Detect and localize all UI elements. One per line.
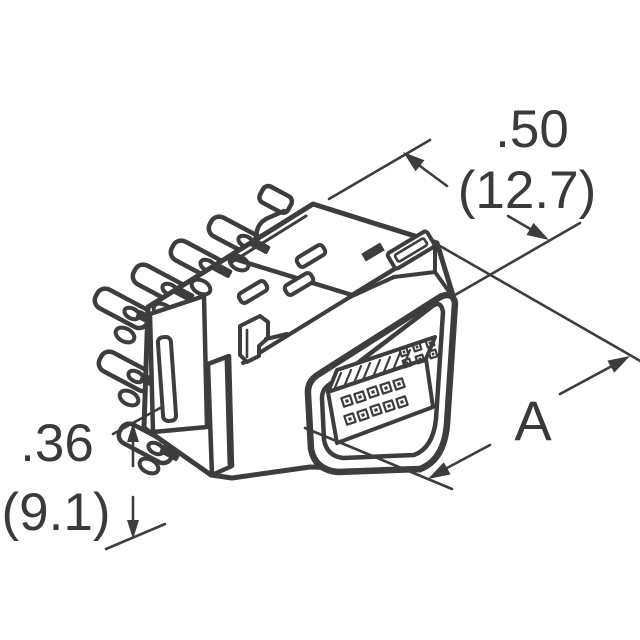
contact-pin [369,403,383,417]
contact-block [326,335,439,445]
contact-pins [340,377,409,426]
contact-squares-top [398,337,439,369]
contact-pin [382,399,396,413]
contact-pin [379,381,393,395]
comb-slit [391,351,402,372]
comb-slit [361,361,372,382]
dimension-line [445,443,492,470]
contact-pin [411,341,423,353]
metal-shell [225,208,457,365]
terminal-hook [113,325,137,345]
rear-terminal-tab [257,183,295,216]
mold-mark-dash [264,332,289,341]
shell-slot-opening [294,243,328,269]
dimension-label: A [514,389,552,452]
dimension-line [506,214,534,232]
dimension-arrowhead-icon [526,222,549,240]
terminal-hook [137,456,161,476]
latch-inner [393,237,429,263]
dimension-value-mm: (12.7) [458,161,596,220]
extension-line [438,244,640,363]
contact-pin [427,348,439,360]
shell-latch-tab [385,229,437,271]
connector-drawing [92,183,459,481]
extension-line [104,522,167,551]
shell-latch-slot [361,242,385,262]
lug-body [92,286,152,331]
contact-pin [401,357,413,369]
dimension-shell-depth: .50 (12.7) [327,100,596,297]
terminal-neck [173,286,195,302]
extension-line [453,221,582,297]
dimension-arrowhead-icon [403,152,425,172]
contact-pin [366,385,380,399]
dimension-value-inches: .50 [495,100,569,159]
dimension-body-length: A [303,244,640,491]
shell-back-lip [230,214,308,264]
terminal-neck [159,445,181,461]
terminal-hook [189,277,213,297]
dimension-value-inches: .36 [20,414,94,473]
terminal-hook [117,388,141,408]
comb-slit [352,364,363,385]
contact-pin [392,377,406,391]
extension-line [111,405,164,436]
extension-line [327,138,432,201]
contact-pin [343,412,357,426]
solder-lug [92,286,152,331]
front-column [205,353,235,478]
dimension-value-mm: (9.1) [2,483,111,542]
dimension-body-height: .36 (9.1) [2,405,167,551]
contact-pin [414,353,426,365]
shell-slot-opening [282,271,316,297]
terminal-neck [211,262,233,278]
shell-rear-arch-tab [251,208,287,249]
contact-pin [398,346,410,358]
contact-pin [395,395,409,409]
side-plate [147,293,210,435]
shell-slots [236,243,328,305]
dimension-line [558,364,614,396]
dimension-arrowhead-icon [127,520,139,539]
dimension-arrowhead-icon [127,423,139,442]
dimension-arrowhead-icon [428,462,451,479]
shell-front-edge [348,275,396,299]
extension-line [303,426,454,491]
front-column-edge [224,355,231,466]
comb-slit [332,371,343,392]
contact-pin [356,408,370,422]
lug-body [257,183,295,216]
shell-side-latch [238,314,270,364]
contact-pin [424,337,436,349]
dimension-arrowhead-icon [607,356,630,373]
contact-pin [340,394,354,408]
dimension-line [418,164,449,188]
comb-slit [371,358,382,379]
shell-slot-opening [236,279,270,305]
contact-pin [353,390,367,404]
shell-step-edge [392,270,437,279]
side-plate-slot [155,334,179,424]
